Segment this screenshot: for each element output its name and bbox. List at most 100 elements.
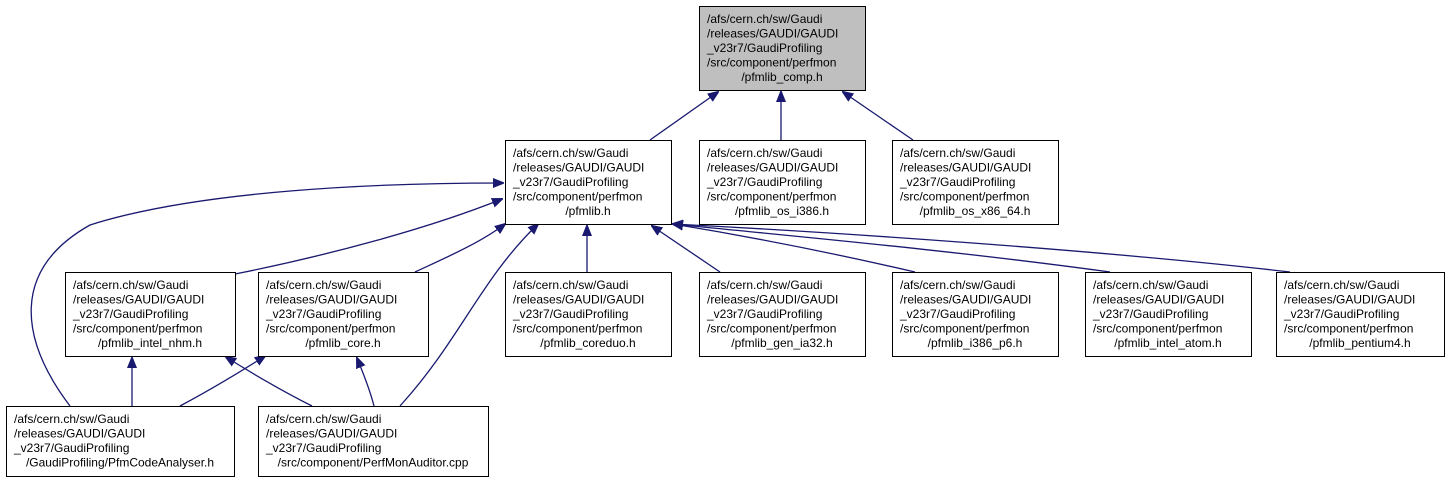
node-label-line: /pfmlib_os_i386.h bbox=[735, 204, 829, 218]
edge-gen_ia32-to-pfmlib bbox=[652, 226, 721, 273]
node-label-line: /src/component/perfmon bbox=[513, 321, 642, 335]
node-label-line: /afs/cern.ch/sw/Gaudi bbox=[266, 278, 381, 292]
node-label-line: /src/component/perfmon bbox=[266, 321, 395, 335]
node-label-line: /pfmlib_i386_p6.h bbox=[928, 336, 1023, 350]
node-label-line: /releases/GAUDI/GAUDI bbox=[513, 160, 644, 174]
nodes-layer: /afs/cern.ch/sw/Gaudi/releases/GAUDI/GAU… bbox=[6, 6, 1445, 477]
node-core[interactable]: /afs/cern.ch/sw/Gaudi/releases/GAUDI/GAU… bbox=[258, 272, 429, 357]
node-label-line: _v23r7/GaudiProfiling bbox=[265, 441, 381, 455]
edge-intel_nhm-to-pfmlib bbox=[234, 199, 502, 275]
edges-layer bbox=[30, 92, 1291, 407]
node-label-line: _v23r7/GaudiProfiling bbox=[512, 175, 628, 189]
node-label-line: /src/component/perfmon bbox=[707, 189, 836, 203]
node-label-line: /releases/GAUDI/GAUDI bbox=[707, 292, 838, 306]
node-label-line: /pfmlib_coreduo.h bbox=[540, 336, 635, 350]
node-label-line: /releases/GAUDI/GAUDI bbox=[73, 292, 204, 306]
node-intel_nhm[interactable]: /afs/cern.ch/sw/Gaudi/releases/GAUDI/GAU… bbox=[65, 272, 236, 357]
node-box bbox=[699, 272, 866, 357]
node-label-line: /pfmlib_gen_ia32.h bbox=[731, 336, 832, 350]
node-coreduo[interactable]: /afs/cern.ch/sw/Gaudi/releases/GAUDI/GAU… bbox=[505, 272, 672, 357]
node-box bbox=[6, 406, 235, 477]
node-analyser[interactable]: /afs/cern.ch/sw/Gaudi/releases/GAUDI/GAU… bbox=[6, 406, 235, 477]
node-label-line: /src/component/perfmon bbox=[73, 321, 202, 335]
node-label-line: /releases/GAUDI/GAUDI bbox=[14, 427, 145, 441]
node-label-line: /pfmlib_os_x86_64.h bbox=[920, 204, 1031, 218]
node-label-line: /afs/cern.ch/sw/Gaudi bbox=[900, 146, 1015, 160]
node-label-line: /afs/cern.ch/sw/Gaudi bbox=[513, 278, 628, 292]
node-label-line: /afs/cern.ch/sw/Gaudi bbox=[707, 12, 822, 26]
edge-auditor-to-pfmlib bbox=[399, 224, 538, 407]
node-label-line: /afs/cern.ch/sw/Gaudi bbox=[900, 278, 1015, 292]
node-label-line: /releases/GAUDI/GAUDI bbox=[900, 160, 1031, 174]
node-box bbox=[1085, 272, 1252, 357]
node-label-line: /pfmlib_intel_nhm.h bbox=[98, 336, 202, 350]
edge-intel_atom-to-pfmlib bbox=[673, 224, 1111, 273]
node-label-line: /releases/GAUDI/GAUDI bbox=[1093, 292, 1224, 306]
node-label-line: _v23r7/GaudiProfiling bbox=[899, 307, 1015, 321]
node-label-line: /afs/cern.ch/sw/Gaudi bbox=[1093, 278, 1208, 292]
node-box bbox=[258, 272, 429, 357]
node-label-line: /pfmlib_core.h bbox=[305, 336, 380, 350]
node-box bbox=[65, 272, 236, 357]
node-gen_ia32[interactable]: /afs/cern.ch/sw/Gaudi/releases/GAUDI/GAU… bbox=[699, 272, 866, 357]
edge-pentium4-to-pfmlib bbox=[673, 224, 1291, 273]
edge-analyser-to-pfmlib bbox=[30, 183, 503, 407]
node-label-line: /afs/cern.ch/sw/Gaudi bbox=[1284, 278, 1399, 292]
node-pfmlib[interactable]: /afs/cern.ch/sw/Gaudi/releases/GAUDI/GAU… bbox=[505, 140, 672, 225]
node-label-line: /afs/cern.ch/sw/Gaudi bbox=[266, 412, 381, 426]
node-box bbox=[505, 272, 672, 357]
node-comp: /afs/cern.ch/sw/Gaudi/releases/GAUDI/GAU… bbox=[699, 6, 866, 91]
node-label-line: /pfmlib.h bbox=[565, 204, 610, 218]
node-label-line: /afs/cern.ch/sw/Gaudi bbox=[14, 412, 129, 426]
node-label-line: /src/component/perfmon bbox=[1093, 321, 1222, 335]
node-label-line: /src/component/perfmon bbox=[707, 321, 836, 335]
node-os_i386[interactable]: /afs/cern.ch/sw/Gaudi/releases/GAUDI/GAU… bbox=[699, 140, 866, 225]
edge-i386_p6-to-pfmlib bbox=[673, 224, 916, 273]
node-label-line: _v23r7/GaudiProfiling bbox=[706, 41, 822, 55]
node-label-line: /src/component/perfmon bbox=[900, 321, 1029, 335]
node-label-line: /src/component/perfmon bbox=[707, 55, 836, 69]
node-label-line: _v23r7/GaudiProfiling bbox=[265, 307, 381, 321]
node-label-line: /src/component/perfmon bbox=[1284, 321, 1413, 335]
node-intel_atom[interactable]: /afs/cern.ch/sw/Gaudi/releases/GAUDI/GAU… bbox=[1085, 272, 1252, 357]
node-box bbox=[892, 140, 1059, 225]
node-label-line: _v23r7/GaudiProfiling bbox=[706, 307, 822, 321]
node-label-line: /releases/GAUDI/GAUDI bbox=[266, 292, 397, 306]
node-label-line: _v23r7/GaudiProfiling bbox=[706, 175, 822, 189]
node-box bbox=[699, 6, 866, 91]
node-box bbox=[505, 140, 672, 225]
node-box bbox=[892, 272, 1059, 357]
node-auditor[interactable]: /afs/cern.ch/sw/Gaudi/releases/GAUDI/GAU… bbox=[258, 406, 489, 477]
edge-analyser-to-core bbox=[179, 356, 265, 407]
node-label-line: /afs/cern.ch/sw/Gaudi bbox=[707, 278, 822, 292]
node-label-line: /releases/GAUDI/GAUDI bbox=[707, 26, 838, 40]
node-label-line: /pfmlib_intel_atom.h bbox=[1114, 336, 1221, 350]
node-label-line: _v23r7/GaudiProfiling bbox=[899, 175, 1015, 189]
node-box bbox=[1276, 272, 1445, 357]
node-label-line: /src/component/perfmon bbox=[900, 189, 1029, 203]
node-label-line: /releases/GAUDI/GAUDI bbox=[513, 292, 644, 306]
node-os_x86_64[interactable]: /afs/cern.ch/sw/Gaudi/releases/GAUDI/GAU… bbox=[892, 140, 1059, 225]
node-label-line: /afs/cern.ch/sw/Gaudi bbox=[707, 146, 822, 160]
node-label-line: _v23r7/GaudiProfiling bbox=[72, 307, 188, 321]
node-box bbox=[258, 406, 489, 477]
edge-pfmlib-to-comp bbox=[649, 92, 718, 141]
node-label-line: /releases/GAUDI/GAUDI bbox=[707, 160, 838, 174]
node-label-line: /afs/cern.ch/sw/Gaudi bbox=[513, 146, 628, 160]
node-label-line: /pfmlib_comp.h bbox=[741, 70, 822, 84]
node-label-line: /releases/GAUDI/GAUDI bbox=[266, 427, 397, 441]
edge-os_x86_64-to-comp bbox=[843, 92, 914, 141]
node-pentium4[interactable]: /afs/cern.ch/sw/Gaudi/releases/GAUDI/GAU… bbox=[1276, 272, 1445, 357]
node-box bbox=[699, 140, 866, 225]
node-label-line: /GaudiProfiling/PfmCodeAnalyser.h bbox=[26, 456, 214, 470]
node-label-line: _v23r7/GaudiProfiling bbox=[13, 441, 129, 455]
node-label-line: /releases/GAUDI/GAUDI bbox=[900, 292, 1031, 306]
node-label-line: /src/component/PerfMonAuditor.cpp bbox=[278, 456, 469, 470]
edge-auditor-to-core bbox=[357, 358, 375, 407]
node-i386_p6[interactable]: /afs/cern.ch/sw/Gaudi/releases/GAUDI/GAU… bbox=[892, 272, 1059, 357]
node-label-line: _v23r7/GaudiProfiling bbox=[1283, 307, 1399, 321]
node-label-line: /afs/cern.ch/sw/Gaudi bbox=[73, 278, 188, 292]
node-label-line: /pfmlib_pentium4.h bbox=[1309, 336, 1410, 350]
edge-core-to-pfmlib bbox=[414, 224, 505, 273]
